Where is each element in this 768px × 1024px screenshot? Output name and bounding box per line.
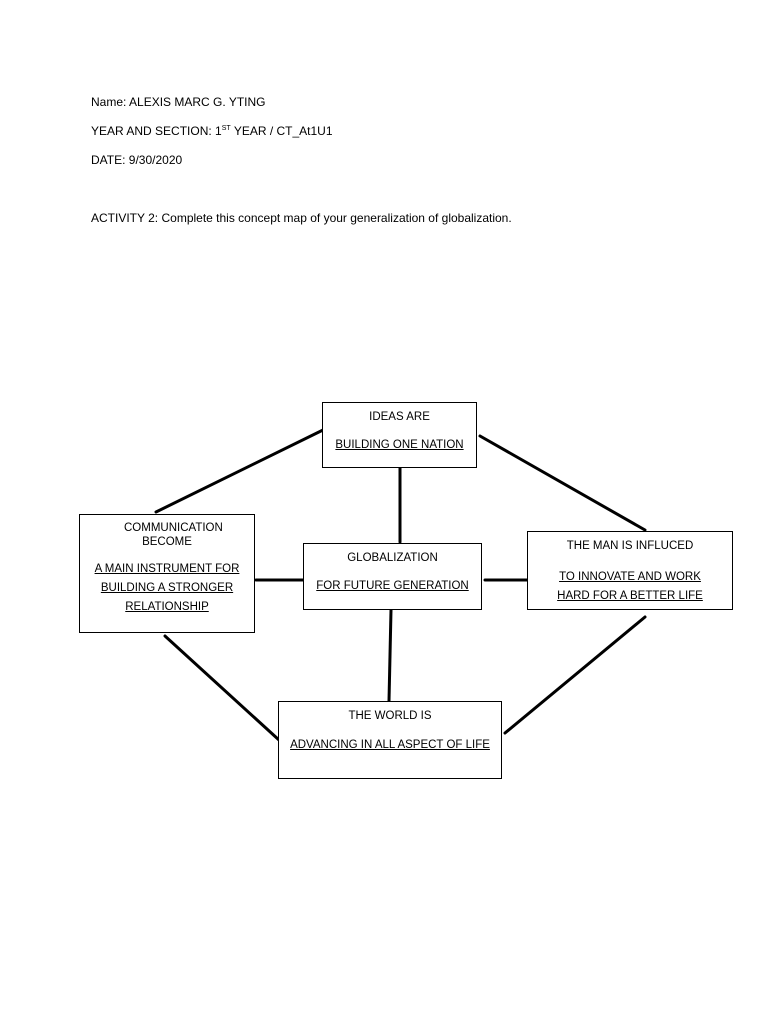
concept-box-left: COMMUNICATION BECOME A MAIN INSTRUMENT F… xyxy=(79,514,255,633)
connector-center-bottom xyxy=(387,608,393,703)
concept-box-right: THE MAN IS INFLUCED TO INNOVATE AND WORK… xyxy=(527,531,733,610)
concept-right-lead: THE MAN IS INFLUCED xyxy=(566,540,694,552)
concept-left-answer: A MAIN INSTRUMENT FOR BUILDING A STRONGE… xyxy=(94,563,240,613)
section-year-num: 1 xyxy=(215,124,222,138)
concept-bottom-lead: THE WORLD IS xyxy=(348,710,432,722)
concept-box-bottom: THE WORLD IS ADVANCING IN ALL ASPECT OF … xyxy=(278,701,502,779)
section-line: YEAR AND SECTION: 1ST YEAR / CT_At1U1 xyxy=(91,124,333,138)
activity-text: Complete this concept map of your genera… xyxy=(161,211,512,225)
section-year-sup: ST xyxy=(221,125,231,132)
section-rest: YEAR / CT_At1U1 xyxy=(233,124,333,138)
concept-center-answer: FOR FUTURE GENERATION xyxy=(316,580,469,592)
date-label: DATE: xyxy=(91,153,126,167)
connector-top-left xyxy=(154,428,325,514)
date-line: DATE: 9/30/2020 xyxy=(91,153,182,167)
concept-left-lead: COMMUNICATION BECOME xyxy=(124,522,223,548)
concept-center-lead: GLOBALIZATION xyxy=(347,552,438,564)
connector-right-bottom xyxy=(503,615,647,735)
concept-top-answer: BUILDING ONE NATION xyxy=(335,439,464,451)
section-label: YEAR AND SECTION: xyxy=(91,124,212,138)
concept-top-lead: IDEAS ARE xyxy=(369,411,430,423)
concept-right-answer: TO INNOVATE AND WORK HARD FOR A BETTER L… xyxy=(557,571,703,602)
activity-line: ACTIVITY 2: Complete this concept map of… xyxy=(91,211,512,225)
concept-bottom-answer: ADVANCING IN ALL ASPECT OF LIFE xyxy=(290,739,490,751)
connector-left-bottom xyxy=(163,634,281,742)
connector-top-right xyxy=(478,434,647,532)
date-value: 9/30/2020 xyxy=(128,153,183,167)
activity-label: ACTIVITY 2: xyxy=(91,211,159,225)
concept-box-top: IDEAS ARE BUILDING ONE NATION xyxy=(322,402,477,468)
name-line: Name: ALEXIS MARC G. YTING xyxy=(91,95,266,109)
concept-box-center: GLOBALIZATION FOR FUTURE GENERATION xyxy=(303,543,482,610)
name-label: Name: xyxy=(91,95,127,109)
name-value: ALEXIS MARC G. YTING xyxy=(129,95,266,109)
